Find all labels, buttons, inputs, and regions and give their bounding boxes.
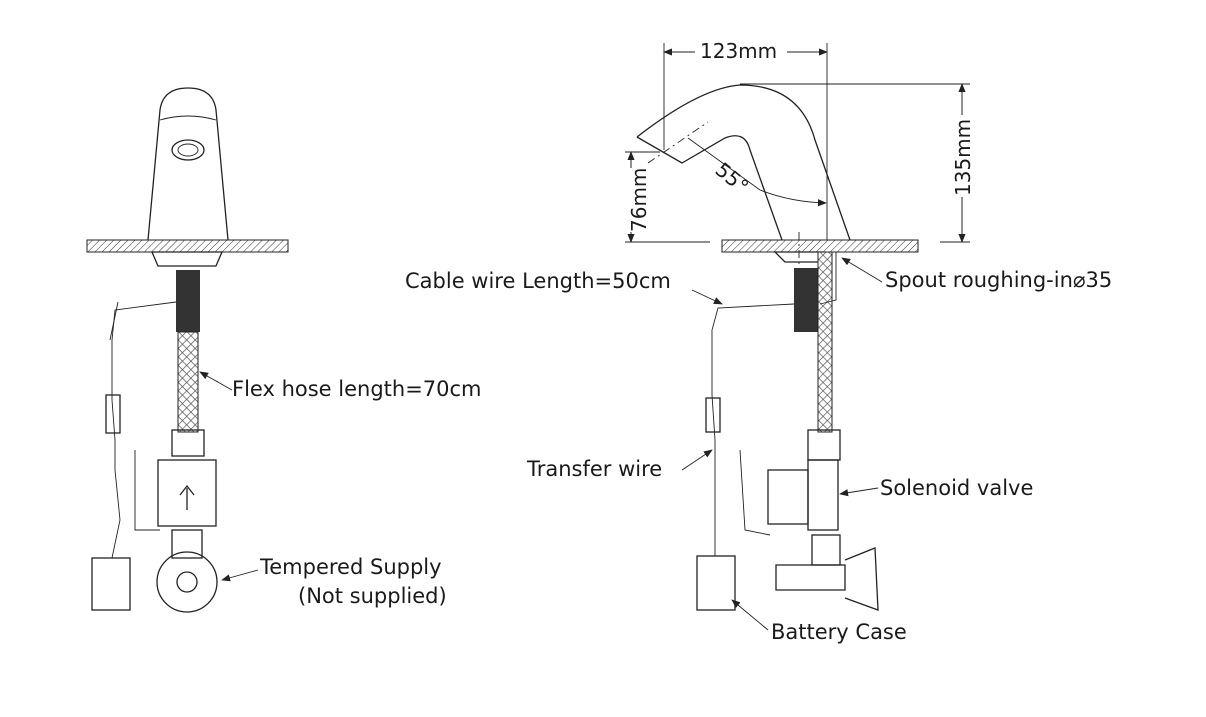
outlet-height-dimension: 76mm	[627, 168, 651, 232]
solenoid-valve	[767, 469, 809, 525]
flex-hose-label: Flex hose length=70cm	[232, 377, 482, 401]
side-view: 123mm 135mm 76mm 55° Cable wire Length=5…	[405, 39, 1112, 644]
tempered-supply-label: Tempered Supply	[259, 555, 442, 579]
threaded-shank	[176, 270, 200, 332]
threaded-shank	[794, 268, 818, 332]
base-ring	[151, 251, 223, 267]
deck-plate	[86, 239, 289, 253]
angle-dimension: 55°	[711, 157, 754, 198]
battery-case-label: Battery Case	[771, 620, 907, 644]
not-supplied-label: (Not supplied)	[298, 584, 447, 608]
cable-wire-label: Cable wire Length=50cm	[405, 269, 671, 293]
hose-nut	[171, 429, 205, 457]
battery-case	[91, 557, 131, 611]
faucet-body	[147, 87, 229, 241]
flow-arrow-icon	[179, 484, 195, 510]
battery-case	[696, 555, 736, 611]
inline-module	[705, 397, 721, 433]
sensor-eye-icon	[171, 139, 205, 161]
spout-profile	[636, 84, 851, 241]
solenoid-valve-label: Solenoid valve	[880, 476, 1033, 500]
angle-valve	[775, 547, 879, 611]
flex-hose	[177, 331, 199, 433]
flex-hose	[817, 251, 833, 433]
supply-fitting	[156, 551, 218, 613]
front-view: Flex hose length=70cm Tempered Supply (N…	[86, 87, 482, 613]
spout-roughing-label: Spout roughing-in⌀35	[885, 268, 1112, 292]
inline-module	[105, 394, 121, 434]
transfer-wire-label: Transfer wire	[526, 457, 662, 481]
solenoid-valve	[157, 459, 217, 527]
deck-plate	[721, 239, 919, 253]
height-dimension: 135mm	[951, 119, 975, 196]
reach-dimension: 123mm	[700, 39, 777, 63]
